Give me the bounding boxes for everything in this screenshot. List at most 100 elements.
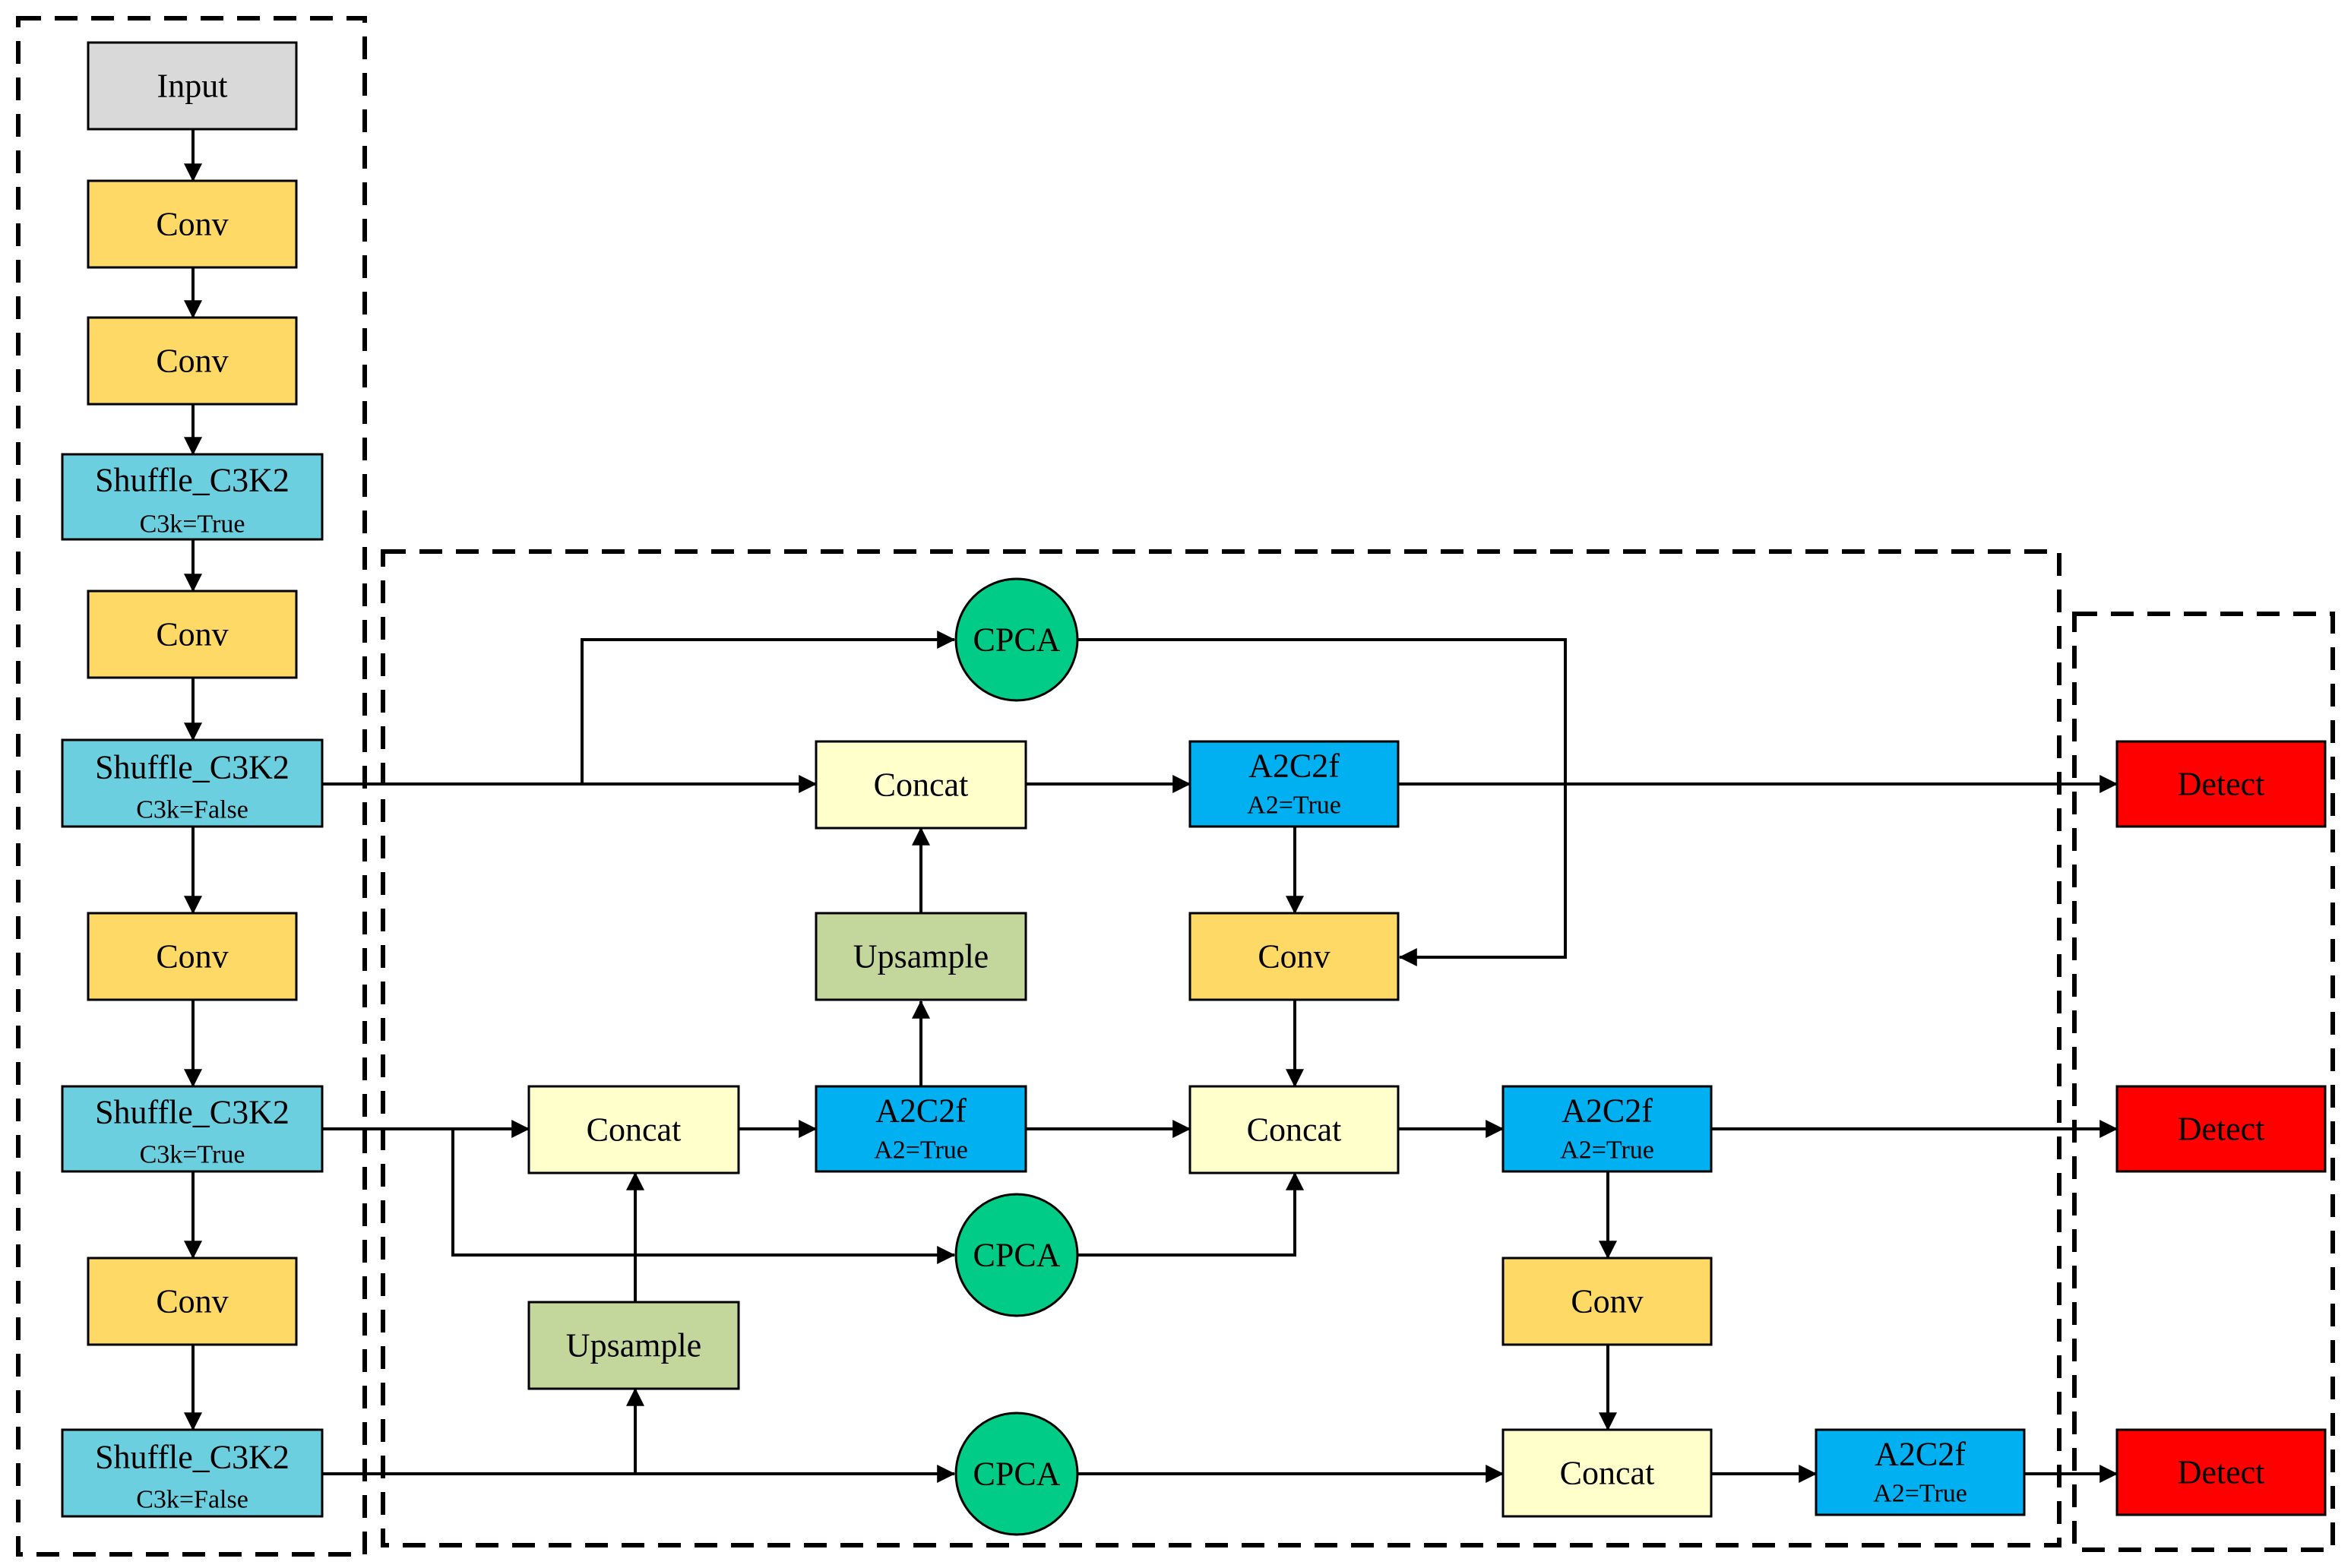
conv5-label: Conv bbox=[156, 1283, 228, 1320]
a2c2f-bottom-label: A2C2f bbox=[1875, 1436, 1966, 1473]
detect3-block: Detect bbox=[2115, 1428, 2327, 1516]
cpca-bottom-circle bbox=[954, 1412, 1079, 1536]
detect3-rect bbox=[2115, 1428, 2327, 1516]
a2c2f-top-sublabel: A2=True bbox=[1247, 792, 1341, 820]
cpca-top-circle bbox=[954, 577, 1079, 702]
concat-left-block: Concat bbox=[527, 1085, 740, 1174]
concat-bottom-block: Concat bbox=[1501, 1428, 1713, 1518]
nodes: Input Conv Conv Shuffle_C3K2 C3k=True Co… bbox=[61, 41, 2327, 1536]
conv4-label: Conv bbox=[156, 938, 228, 975]
conv5-block: Conv bbox=[87, 1257, 298, 1346]
conv5-rect bbox=[87, 1257, 298, 1346]
input-rect bbox=[87, 41, 298, 131]
a2c2f-top-block: A2C2f A2=True bbox=[1188, 740, 1400, 828]
a2c2f-mid-sublabel: A2=True bbox=[874, 1136, 968, 1165]
neck-group bbox=[381, 549, 2061, 1547]
a2c2f-right-sublabel: A2=True bbox=[1560, 1136, 1654, 1165]
edge-shuffle3-cpca-mid bbox=[451, 1129, 956, 1264]
conv1-label: Conv bbox=[156, 206, 228, 243]
shuffle3-block: Shuffle_C3K2 C3k=True bbox=[61, 1085, 324, 1173]
conv-mid-block: Conv bbox=[1188, 912, 1400, 1001]
concat-top-block: Concat bbox=[815, 740, 1027, 830]
detect3-label: Detect bbox=[2178, 1454, 2265, 1491]
concat-center-label: Concat bbox=[1247, 1111, 1342, 1149]
shuffle3-label: Shuffle_C3K2 bbox=[95, 1094, 290, 1131]
a2c2f-mid-label: A2C2f bbox=[875, 1092, 967, 1130]
conv1-block: Conv bbox=[87, 179, 298, 269]
shuffle4-sublabel: C3k=False bbox=[136, 1486, 248, 1514]
shuffle2-block: Shuffle_C3K2 C3k=False bbox=[61, 738, 324, 828]
edge-cpca-top-conv-mid bbox=[1076, 638, 1567, 966]
a2c2f-right-block: A2C2f A2=True bbox=[1501, 1085, 1713, 1173]
a2c2f-top-label: A2C2f bbox=[1248, 748, 1340, 785]
conv2-block: Conv bbox=[87, 316, 298, 406]
head-group bbox=[2072, 612, 2335, 1552]
shuffle1-sublabel: C3k=True bbox=[140, 511, 245, 539]
edge-cpca-mid-concat-center bbox=[1076, 1171, 1304, 1257]
upsample-mid-rect bbox=[815, 912, 1027, 1001]
conv3-rect bbox=[87, 590, 298, 679]
upsample-low-label: Upsample bbox=[566, 1327, 701, 1364]
upsample-low-rect bbox=[527, 1301, 740, 1390]
conv2-rect bbox=[87, 316, 298, 406]
conv-right-rect bbox=[1501, 1257, 1713, 1346]
cpca-bottom-label: CPCA bbox=[973, 1456, 1061, 1493]
conv-right-label: Conv bbox=[1571, 1283, 1643, 1320]
shuffle1-label: Shuffle_C3K2 bbox=[95, 462, 290, 499]
shuffle3-rect bbox=[61, 1085, 324, 1173]
conv-mid-label: Conv bbox=[1258, 938, 1330, 975]
shuffle2-rect bbox=[61, 738, 324, 828]
shuffle1-rect bbox=[61, 453, 324, 541]
a2c2f-bottom-sublabel: A2=True bbox=[1873, 1480, 1967, 1508]
a2c2f-mid-block: A2C2f A2=True bbox=[815, 1085, 1027, 1173]
detect1-rect bbox=[2115, 740, 2327, 828]
cpca-mid-block: CPCA bbox=[954, 1193, 1079, 1317]
upsample-low-block: Upsample bbox=[527, 1301, 740, 1390]
cpca-mid-circle bbox=[954, 1193, 1079, 1317]
conv3-label: Conv bbox=[156, 616, 228, 653]
concat-center-rect bbox=[1188, 1085, 1400, 1174]
a2c2f-bottom-rect bbox=[1815, 1428, 2026, 1516]
conv-right-block: Conv bbox=[1501, 1257, 1713, 1346]
input-block: Input bbox=[87, 41, 298, 131]
detect1-block: Detect bbox=[2115, 740, 2327, 828]
detect2-rect bbox=[2115, 1085, 2327, 1173]
edge-shuffle2-cpca-top bbox=[581, 631, 956, 784]
upsample-mid-block: Upsample bbox=[815, 912, 1027, 1001]
concat-left-label: Concat bbox=[587, 1111, 682, 1149]
cpca-top-block: CPCA bbox=[954, 577, 1079, 702]
shuffle3-sublabel: C3k=True bbox=[140, 1141, 245, 1169]
shuffle2-label: Shuffle_C3K2 bbox=[95, 749, 290, 786]
conv4-block: Conv bbox=[87, 912, 298, 1001]
shuffle4-rect bbox=[61, 1428, 324, 1518]
backbone-group bbox=[16, 16, 367, 1557]
concat-bottom-label: Concat bbox=[1560, 1455, 1655, 1492]
upsample-mid-label: Upsample bbox=[853, 938, 989, 975]
shuffle1-block: Shuffle_C3K2 C3k=True bbox=[61, 453, 324, 541]
conv-mid-rect bbox=[1188, 912, 1400, 1001]
detect1-label: Detect bbox=[2178, 766, 2265, 803]
a2c2f-bottom-block: A2C2f A2=True bbox=[1815, 1428, 2026, 1516]
shuffle4-label: Shuffle_C3K2 bbox=[95, 1439, 290, 1476]
a2c2f-top-rect bbox=[1188, 740, 1400, 828]
a2c2f-right-rect bbox=[1501, 1085, 1713, 1173]
a2c2f-mid-rect bbox=[815, 1085, 1027, 1173]
concat-top-rect bbox=[815, 740, 1027, 830]
concat-top-label: Concat bbox=[874, 767, 969, 804]
edges bbox=[184, 129, 2118, 1483]
input-label: Input bbox=[157, 68, 228, 105]
concat-bottom-rect bbox=[1501, 1428, 1713, 1518]
shuffle2-sublabel: C3k=False bbox=[136, 796, 248, 824]
shuffle4-block: Shuffle_C3K2 C3k=False bbox=[61, 1428, 324, 1518]
conv3-block: Conv bbox=[87, 590, 298, 679]
detect2-label: Detect bbox=[2178, 1111, 2265, 1148]
concat-left-rect bbox=[527, 1085, 740, 1174]
a2c2f-right-label: A2C2f bbox=[1562, 1092, 1653, 1130]
detect2-block: Detect bbox=[2115, 1085, 2327, 1173]
conv1-rect bbox=[87, 179, 298, 269]
concat-center-block: Concat bbox=[1188, 1085, 1400, 1174]
cpca-mid-label: CPCA bbox=[973, 1237, 1061, 1274]
conv2-label: Conv bbox=[156, 343, 228, 380]
cpca-bottom-block: CPCA bbox=[954, 1412, 1079, 1536]
